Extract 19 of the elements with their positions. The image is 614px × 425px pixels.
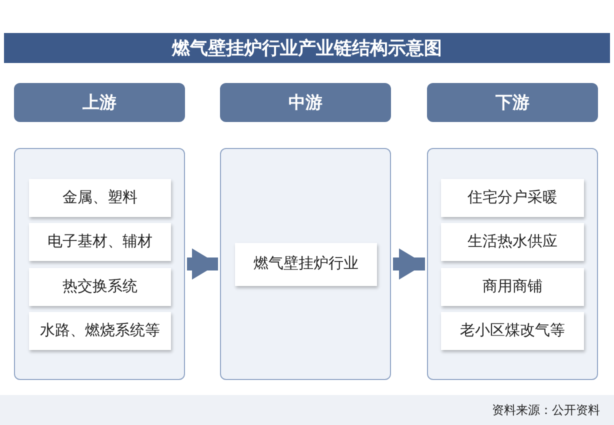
stage-header: 中游 — [220, 83, 391, 122]
item-box: 生活热水供应 — [441, 223, 584, 261]
stage-panel — [14, 148, 185, 380]
item-box: 燃气壁挂炉行业 — [235, 243, 377, 286]
item-box: 水路、燃烧系统等 — [29, 312, 171, 350]
item-box: 老小区煤改气等 — [441, 312, 584, 350]
item-box: 热交换系统 — [29, 268, 171, 306]
arrow — [187, 248, 218, 280]
stage-panel — [427, 148, 598, 380]
item-box: 金属、塑料 — [29, 179, 171, 217]
item-box: 商用商铺 — [441, 268, 584, 306]
stage-panel — [220, 148, 391, 380]
arrow — [393, 248, 425, 280]
source-note: 资料来源：公开资料 — [492, 402, 600, 419]
item-box: 住宅分户采暖 — [441, 179, 584, 217]
stage-header: 上游 — [14, 83, 185, 122]
item-box: 电子基材、辅材 — [29, 223, 171, 261]
stage-header: 下游 — [427, 83, 598, 122]
title-bar: 燃气壁挂炉行业产业链结构示意图 — [4, 33, 610, 63]
